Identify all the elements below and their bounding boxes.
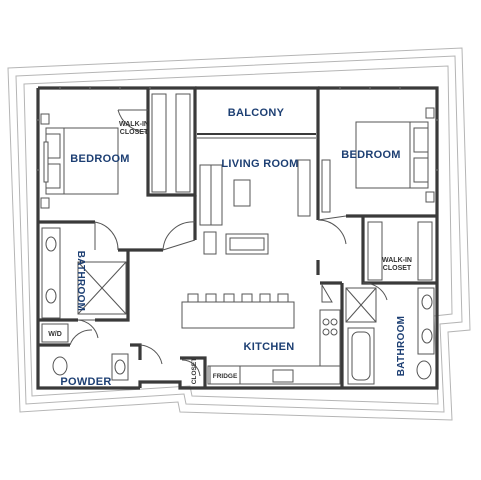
bed-right (355, 107, 435, 203)
walk-in-closet-right-label-2: CLOSET (383, 265, 412, 272)
dressers (43, 141, 331, 217)
living-furniture (199, 164, 269, 255)
balcony-window (197, 133, 316, 139)
walk-in-closet-right-label-1: WALK-IN (382, 257, 412, 264)
balcony-label: BALCONY (228, 107, 285, 119)
bathroom-right-label: BATHROOM (396, 316, 407, 377)
fridge-box (209, 365, 241, 385)
powder-fixtures (41, 323, 129, 381)
powder-label: POWDER (60, 376, 111, 388)
bedroom-right-label: BEDROOM (341, 149, 401, 161)
closet-label: CLOSET (191, 358, 198, 384)
living-room-label: LIVING ROOM (221, 158, 298, 170)
bathroom-left-label: BATHROOM (75, 251, 86, 312)
door-swings (69, 109, 388, 377)
window-marks (36, 86, 439, 171)
kitchen-label: KITCHEN (244, 341, 295, 353)
fridge-label: FRIDGE (213, 373, 238, 380)
wd-label: W/D (48, 331, 62, 338)
bed-left (40, 113, 119, 209)
bathroom-left-fixtures (41, 227, 127, 319)
bathroom-right-fixtures (345, 287, 435, 385)
bedroom-left-label: BEDROOM (70, 153, 130, 165)
walk-in-closet-left-label-1: WALK-IN (119, 121, 149, 128)
walk-in-closet-left-label-2: CLOSET (120, 129, 149, 136)
kitchen-island (181, 293, 295, 329)
site-outline (7, 47, 471, 421)
closet-shelves (151, 93, 433, 281)
